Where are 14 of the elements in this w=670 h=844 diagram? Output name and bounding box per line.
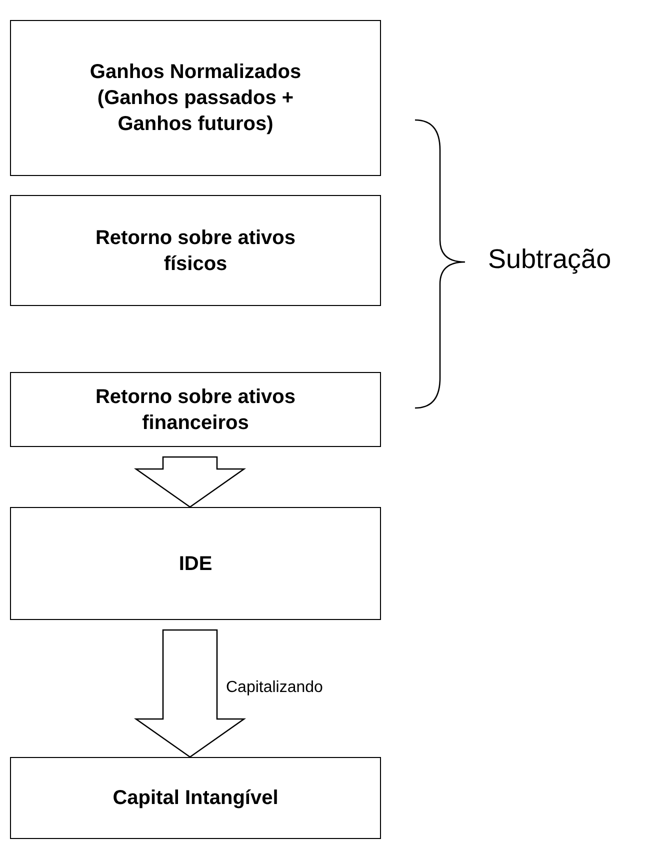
block-arrow [134,629,246,758]
process-box [10,372,381,447]
process-box [10,757,381,839]
block-arrow [134,456,246,508]
box-text: Capital Intangível [112,786,278,811]
box-text: IDE [178,552,212,576]
brace-label: Subtração [488,244,612,275]
box-text: Retorno sobre ativos financeiros [94,384,297,436]
process-box [10,507,381,620]
process-box [10,195,381,306]
process-box [10,20,381,176]
edge-label: Capitalizando [226,678,323,696]
box-text: Ganhos Normalizados (Ganhos passados + Ganhos futuros) [88,60,302,137]
box-text: Retorno sobre ativos físicos [94,226,297,276]
